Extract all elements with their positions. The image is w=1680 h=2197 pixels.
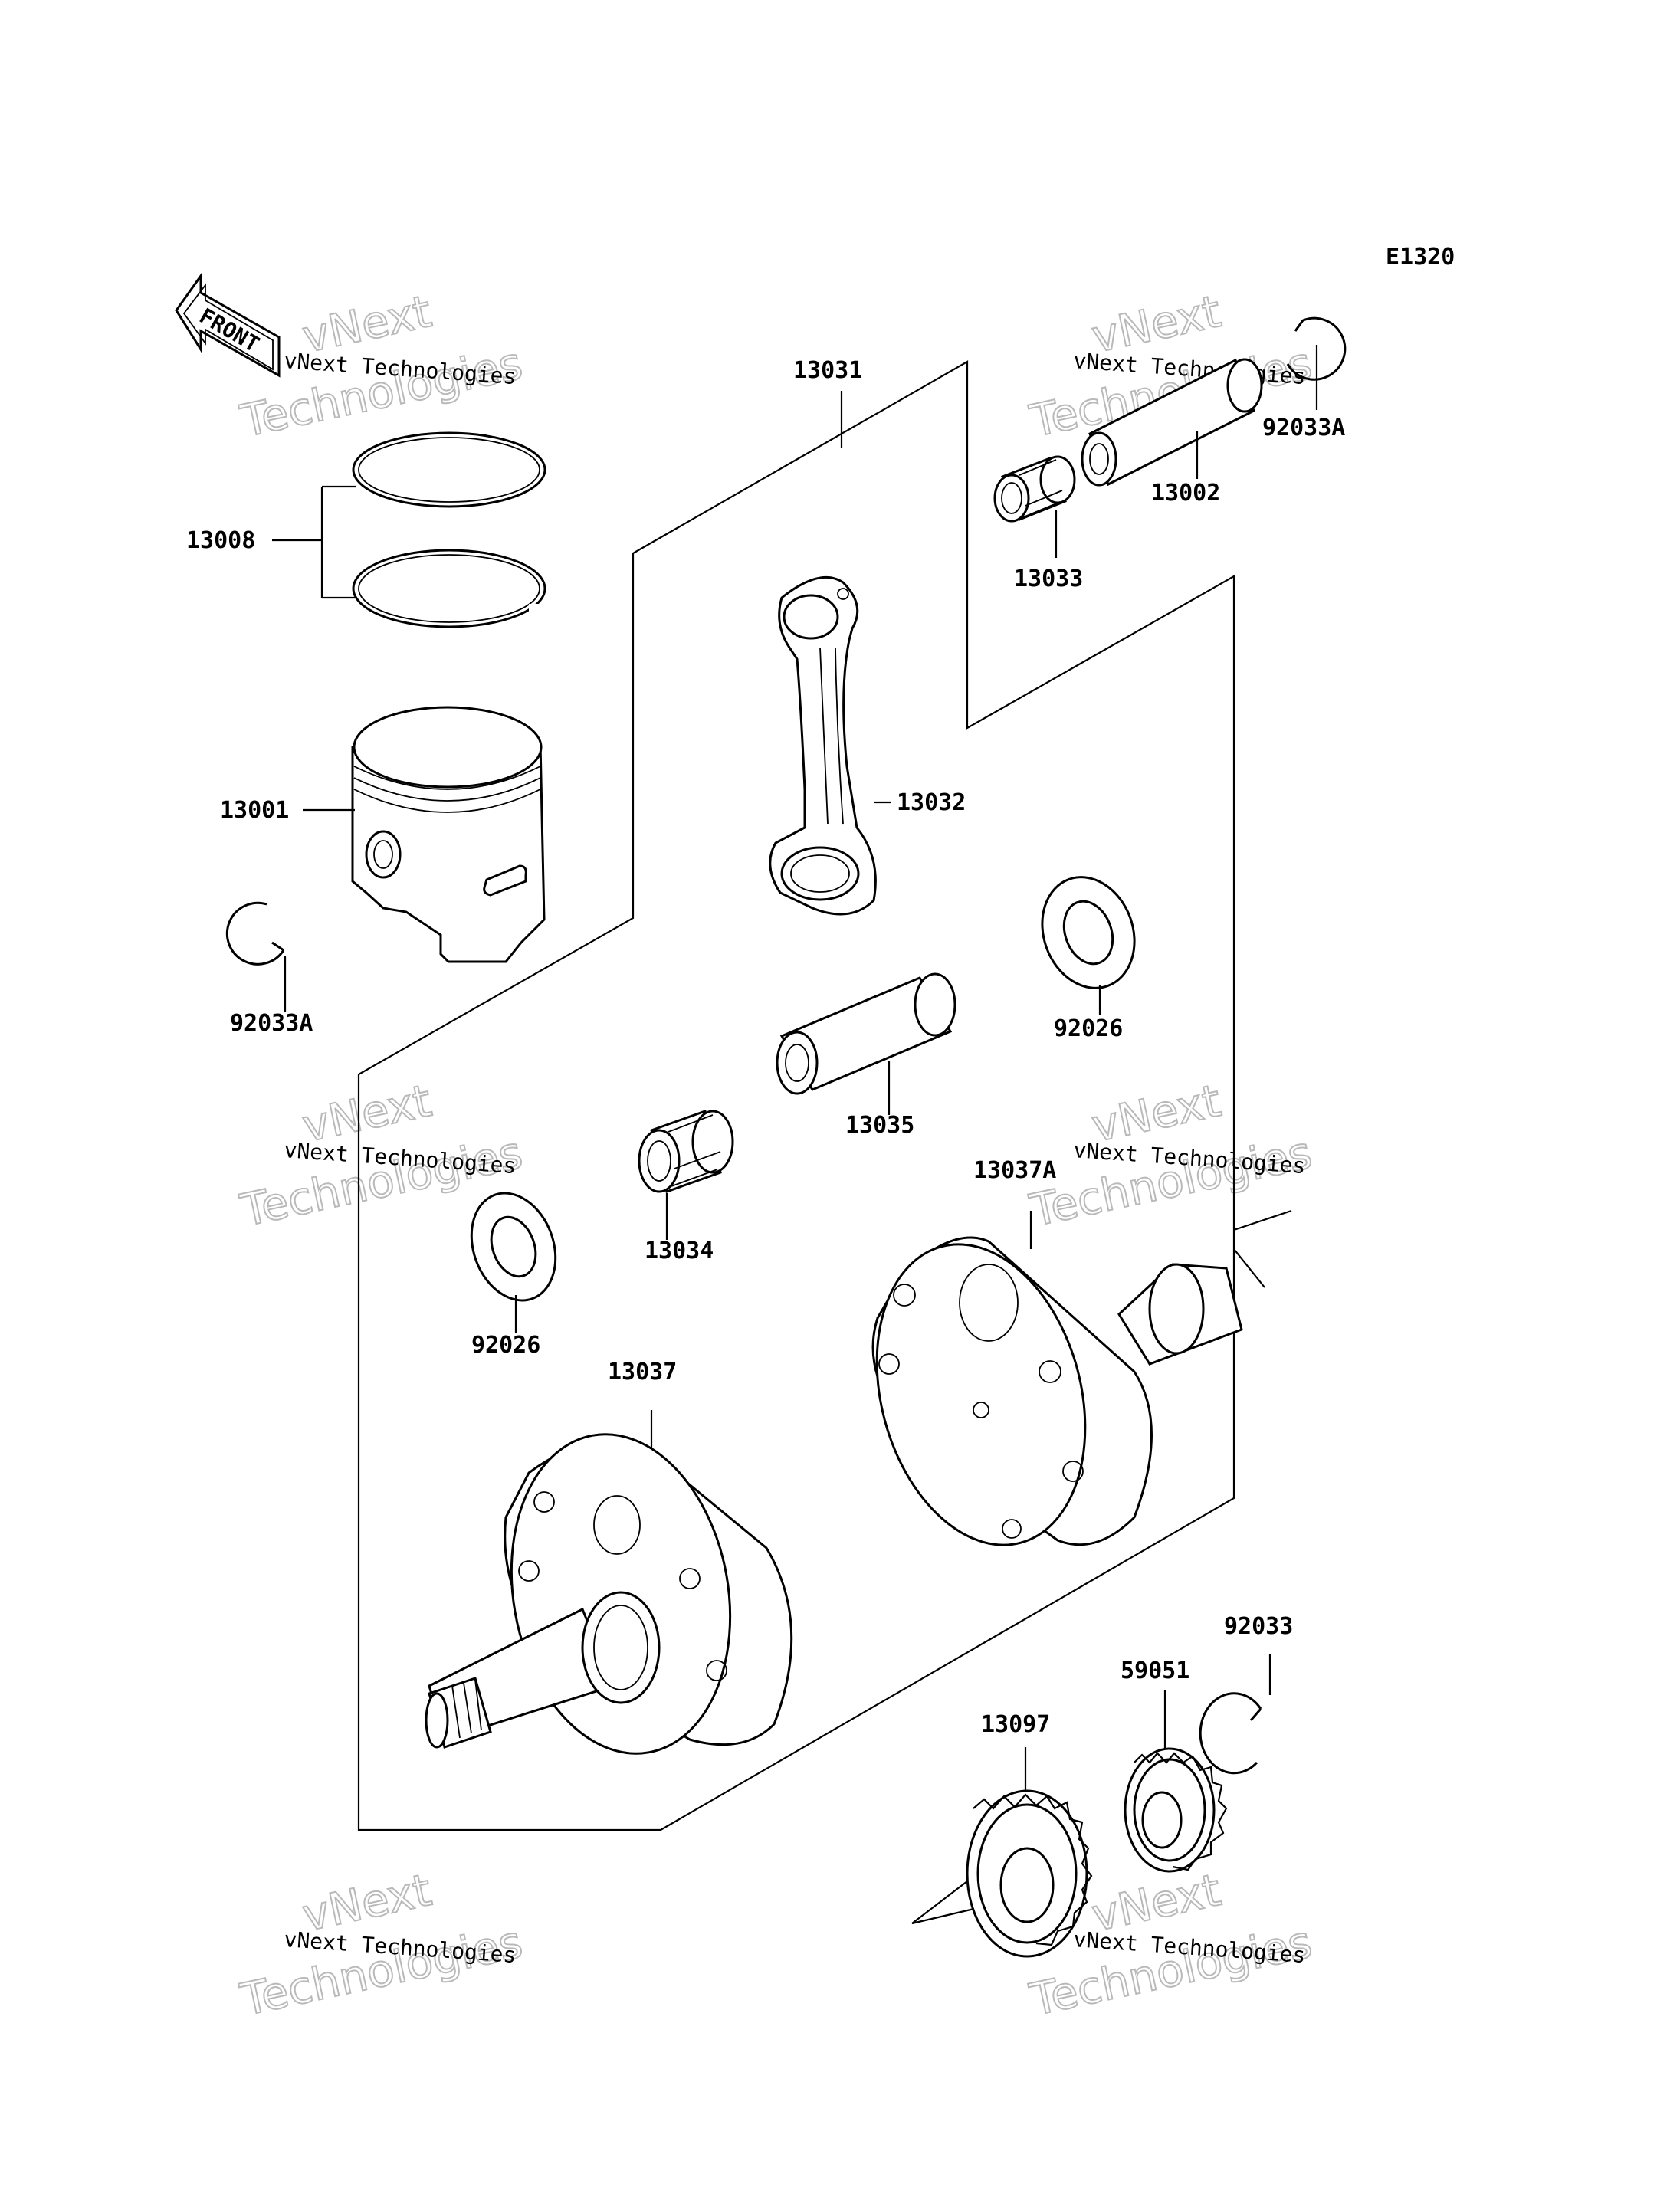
crankshaft-right [871, 1209, 1292, 1546]
label-92033: 92033 [1224, 1613, 1293, 1640]
watermark-bottom-left: vNext Technologies vNext Technologies [235, 1863, 528, 2027]
connecting-rod [769, 575, 877, 916]
circlip [1199, 1692, 1262, 1775]
circlip-left [225, 901, 285, 966]
label-59051: 59051 [1121, 1658, 1189, 1684]
label-13008: 13008 [186, 527, 255, 554]
svg-text:Technologies: Technologies [1025, 1126, 1317, 1237]
label-92026-right: 92026 [1054, 1015, 1123, 1042]
needle-bearing-large [638, 1110, 734, 1193]
label-92026-left: 92026 [471, 1332, 540, 1359]
thrust-washer-right [1041, 876, 1136, 989]
label-13037: 13037 [608, 1359, 677, 1385]
label-13031: 13031 [793, 357, 862, 384]
gear-small [1124, 1747, 1228, 1873]
diagram-code: E1320 [1386, 244, 1455, 271]
watermark-middle-right: vNext Technologies vNext Technologies [1025, 1074, 1317, 1238]
crank-pin [776, 972, 956, 1095]
label-13032: 13032 [897, 789, 966, 816]
label-13037A: 13037A [973, 1157, 1056, 1184]
label-13002: 13002 [1151, 480, 1220, 507]
label-92033A-left: 92033A [230, 1010, 313, 1037]
piston-rings [352, 431, 546, 628]
label-13034: 13034 [645, 1238, 714, 1264]
svg-text:Technologies: Technologies [236, 1916, 527, 2026]
crankshaft-left [425, 1433, 793, 1755]
label-13033: 13033 [1014, 566, 1083, 592]
piston-pin [1081, 358, 1263, 487]
label-92033A-right: 92033A [1262, 415, 1345, 441]
frame-13031 [357, 360, 1235, 1831]
label-13097: 13097 [981, 1711, 1050, 1738]
label-13035: 13035 [845, 1112, 914, 1139]
label-13001: 13001 [220, 797, 289, 824]
circlip-right [1286, 316, 1347, 381]
front-arrow-icon: FRONT [175, 272, 281, 378]
leader-lines [272, 345, 1318, 1791]
piston [351, 706, 546, 963]
thrust-washer-left [470, 1192, 557, 1302]
needle-bearing-small [993, 455, 1076, 523]
gear-large [911, 1789, 1093, 1958]
